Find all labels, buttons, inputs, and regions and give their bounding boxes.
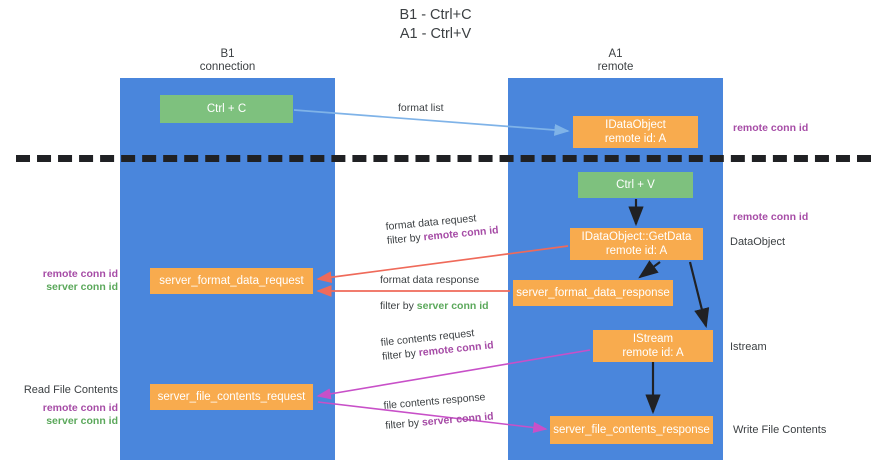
lane-header-b1-role: connection bbox=[199, 61, 256, 73]
title-line-2: A1 - Ctrl+V bbox=[399, 26, 472, 42]
annotation-left-conn-ids-bottom: remote conn id server conn id bbox=[22, 402, 118, 428]
node-ctrl-v[interactable]: Ctrl + V bbox=[578, 172, 693, 198]
edge-format-data-request bbox=[316, 245, 569, 284]
annotation-read-file-contents: Read File Contents bbox=[23, 384, 118, 396]
annotation-left-conn-ids-top: remote conn id server conn id bbox=[22, 268, 118, 294]
annotation-left-server-conn-id-2: server conn id bbox=[46, 415, 118, 427]
node-server-format-data-request-label: server_format_data_request bbox=[159, 275, 304, 287]
node-getdata-label: IDataObject::GetData bbox=[581, 231, 692, 243]
node-getdata[interactable]: IDataObject::GetData remote id: A bbox=[570, 228, 703, 260]
node-server-format-data-request[interactable]: server_format_data_request bbox=[150, 268, 313, 294]
node-getdata-subtitle: remote id: A bbox=[605, 245, 668, 257]
edge-label-format-data-response-line1: format data response bbox=[380, 274, 480, 286]
node-server-file-contents-response[interactable]: server_file_contents_response bbox=[550, 416, 713, 444]
edge-file-contents-response bbox=[317, 401, 548, 434]
node-idataobject[interactable]: IDataObject remote id: A bbox=[573, 116, 698, 148]
annotation-istream: Istream bbox=[730, 341, 767, 353]
filter-prefix: filter by bbox=[386, 231, 425, 247]
lane-header-a1-role: remote bbox=[597, 61, 634, 73]
annotation-remote-conn-id-mid: remote conn id bbox=[733, 211, 809, 223]
node-server-file-contents-request[interactable]: server_file_contents_request bbox=[150, 384, 313, 410]
filter-prefix: filter by bbox=[381, 347, 420, 363]
annotation-left-remote-conn-id-2: remote conn id bbox=[42, 402, 118, 414]
edge-getdata-response bbox=[638, 260, 661, 279]
lane-header-a1: A1 remote bbox=[508, 48, 723, 74]
title-line-1: B1 - Ctrl+C bbox=[399, 7, 472, 23]
node-server-file-contents-request-label: server_file_contents_request bbox=[157, 391, 306, 403]
annotation-dataobject: DataObject bbox=[730, 236, 786, 248]
annotation-left-remote-conn-id-1: remote conn id bbox=[42, 268, 118, 280]
node-server-file-contents-response-label: server_file_contents_response bbox=[553, 424, 710, 436]
node-istream[interactable]: IStream remote id: A bbox=[593, 330, 713, 362]
lane-header-b1-name: B1 bbox=[220, 48, 235, 60]
edge-label-format-data-response-line2: filter by server conn id bbox=[380, 299, 489, 313]
lane-header-a1-name: A1 bbox=[608, 48, 623, 60]
node-ctrl-c[interactable]: Ctrl + C bbox=[160, 95, 293, 123]
filter-value: server conn id bbox=[416, 300, 489, 312]
node-idataobject-subtitle: remote id: A bbox=[604, 133, 667, 145]
node-ctrl-c-label: Ctrl + C bbox=[206, 103, 247, 115]
node-server-format-data-response-label: server_format_data_response bbox=[516, 287, 670, 299]
annotation-remote-conn-id-top: remote conn id bbox=[733, 122, 809, 134]
page-title: B1 - Ctrl+C A1 - Ctrl+V bbox=[0, 6, 871, 44]
phase-divider bbox=[16, 155, 871, 162]
edge-file-contents-request bbox=[316, 349, 591, 400]
edge-format-list bbox=[293, 109, 570, 136]
node-server-format-data-response[interactable]: server_format_data_response bbox=[513, 280, 673, 306]
node-idataobject-label: IDataObject bbox=[605, 119, 666, 131]
annotation-write-file-contents: Write File Contents bbox=[733, 424, 827, 436]
edge-label-format-list: format list bbox=[398, 101, 444, 115]
annotation-left-server-conn-id-1: server conn id bbox=[46, 281, 118, 293]
filter-prefix: filter by bbox=[384, 416, 423, 432]
edge-getdata-istream bbox=[688, 261, 710, 329]
node-ctrl-v-label: Ctrl + V bbox=[616, 179, 655, 191]
lane-header-b1: B1 connection bbox=[120, 48, 335, 74]
filter-prefix: filter by bbox=[380, 300, 417, 312]
edge-label-format-data-response: format data response filter by server co… bbox=[380, 273, 489, 313]
node-istream-subtitle: remote id: A bbox=[622, 347, 684, 359]
edge-label-format-list-text: format list bbox=[398, 102, 444, 114]
node-istream-label: IStream bbox=[632, 333, 674, 345]
